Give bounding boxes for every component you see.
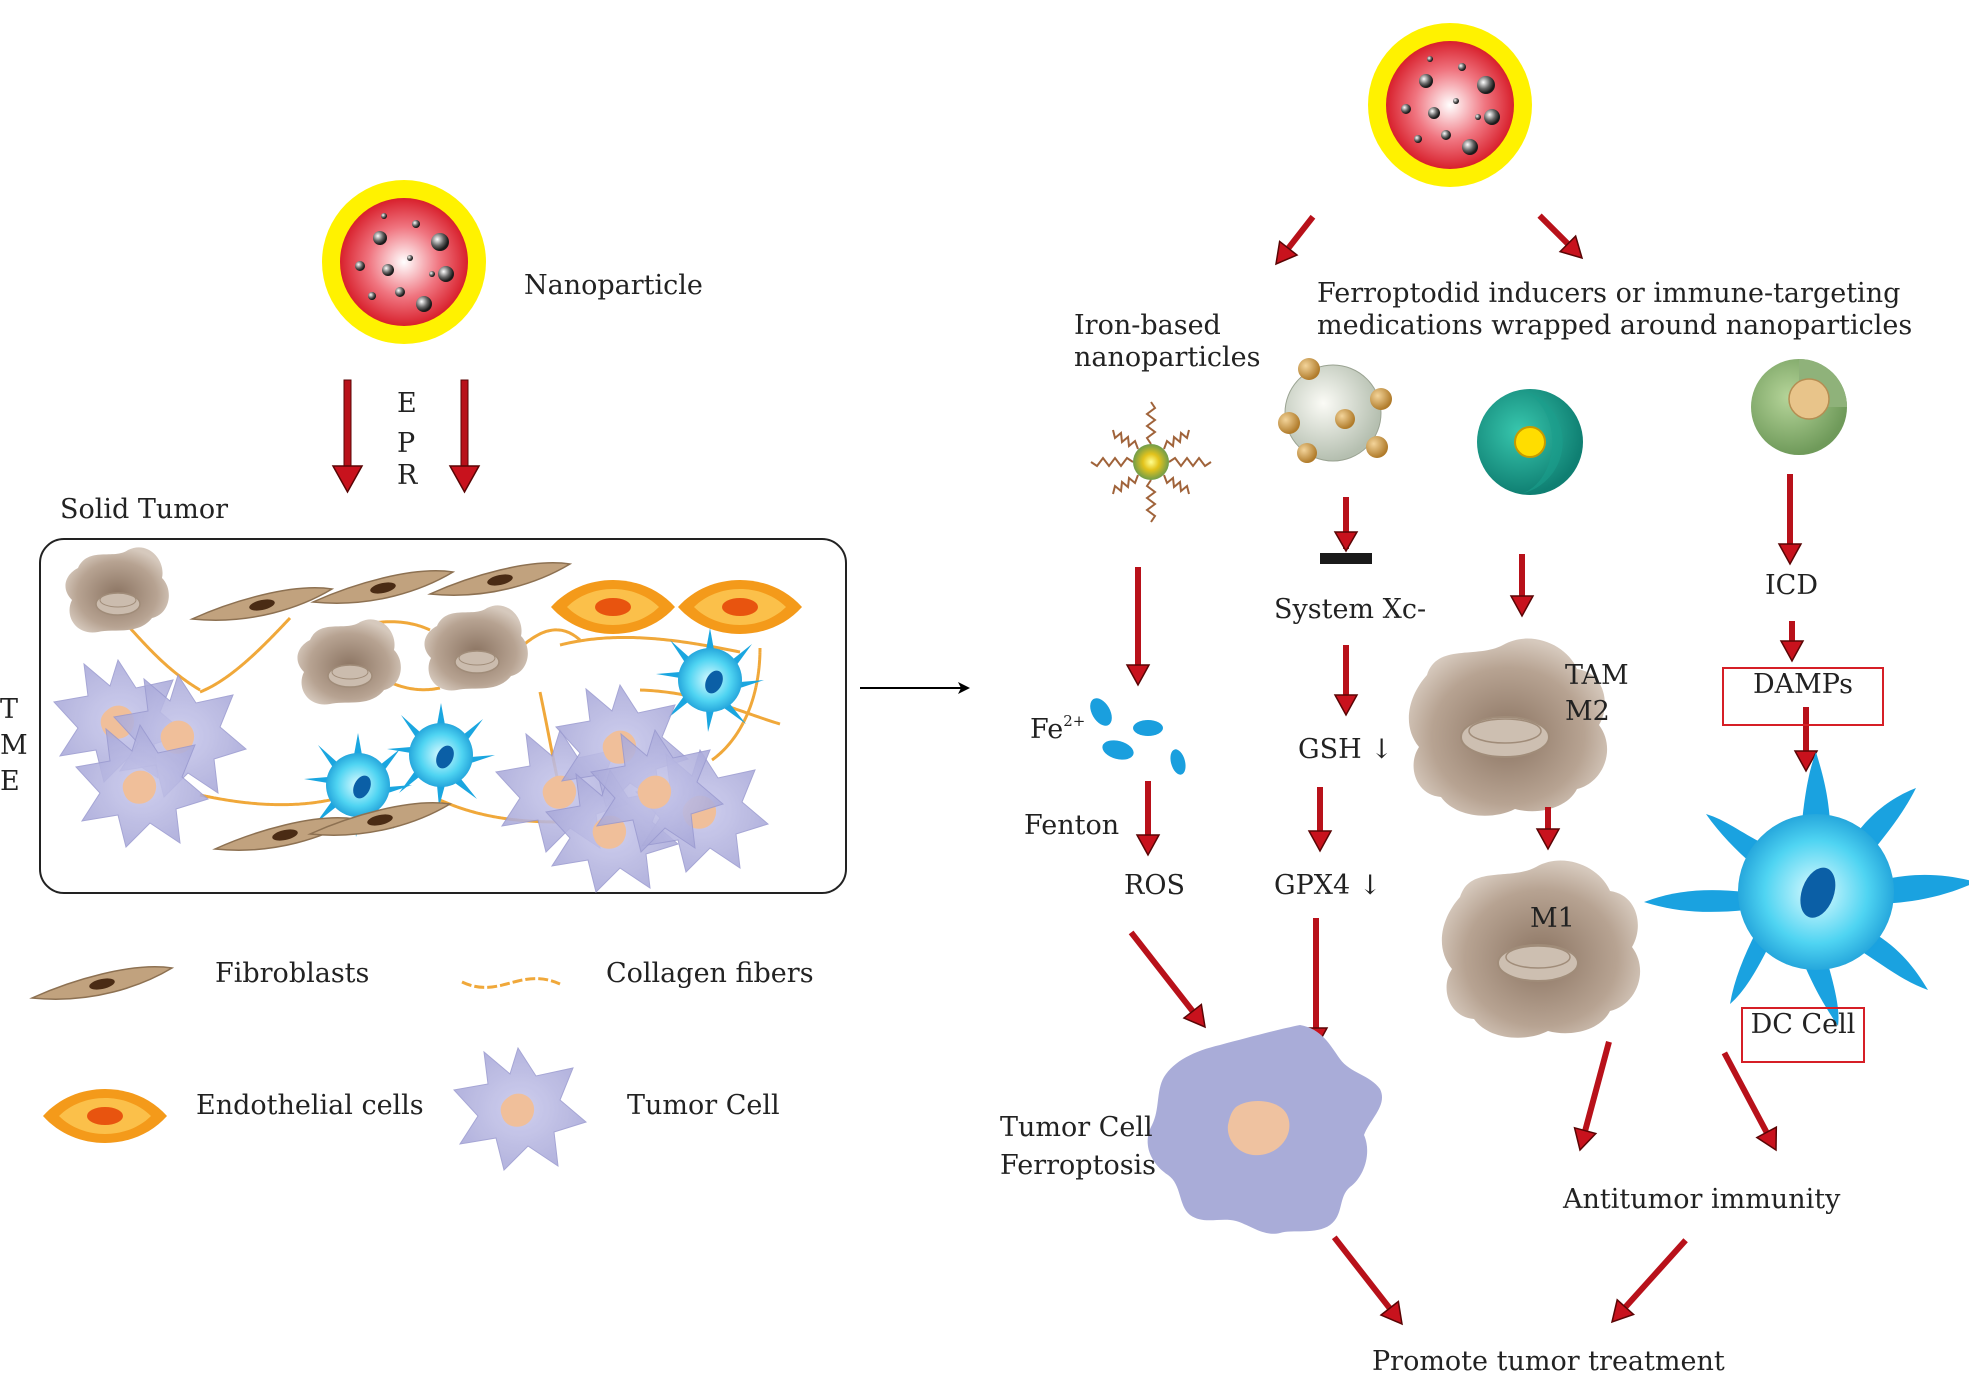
arrow-to-iron (1266, 209, 1323, 272)
epr-arrow-left (331, 379, 364, 494)
nanoparticle-right-icon (1368, 23, 1532, 187)
endothelial-legend-icon (43, 1089, 167, 1143)
legend-collagen-label: Collagen fibers (606, 958, 814, 989)
icd-label: ICD (1765, 570, 1818, 601)
fe-ions-icon (1090, 698, 1186, 775)
solid-tumor-label: Solid Tumor (60, 494, 229, 525)
inducer-nanoparticle-icon (1278, 358, 1392, 463)
epr-letter-r: R (397, 460, 418, 491)
ros-label: ROS (1124, 870, 1185, 901)
m1-macrophage (1441, 860, 1641, 1038)
cut-sphere-nanoparticle-icon (1751, 359, 1847, 455)
tumor-cell-legend-icon (453, 1047, 587, 1171)
damps-box: DAMPs (1722, 667, 1884, 726)
tme-letter-t: T (0, 694, 19, 725)
antitumor-immunity-label: Antitumor immunity (1563, 1184, 1841, 1215)
ferroptosis-label-line1: Tumor Cell (1000, 1112, 1153, 1143)
legend-fibroblasts-label: Fibroblasts (215, 958, 370, 989)
arrow-to-icd (1777, 474, 1803, 566)
arrow-system-to-gsh (1333, 645, 1359, 717)
legend-tumor-cell-label: Tumor Cell (627, 1090, 780, 1121)
arrow-fe-to-ros (1135, 781, 1161, 857)
fe-ion-label: Fe2+ (1030, 712, 1086, 745)
arrow-tam-to-m1 (1535, 807, 1561, 851)
arrow-m1-to-immunity (1573, 1041, 1612, 1152)
epr-letter-p: P (397, 428, 416, 459)
iron-nanoparticle-icon (1090, 401, 1212, 523)
epr-arrow-right (448, 379, 481, 494)
fibroblast-legend-icon (31, 966, 173, 1000)
nanoparticle-left-icon (322, 180, 486, 344)
core-shell-nanoparticle-icon (1477, 389, 1583, 495)
legend-endothelial-label: Endothelial cells (196, 1090, 424, 1121)
inhibit-arrow-system-xc (1320, 497, 1372, 564)
ferroptosis-label-line2: Ferroptosis (1000, 1150, 1157, 1181)
tme-letter-e: E (0, 766, 20, 797)
collagen-legend-icon (461, 977, 561, 989)
arrow-iron-to-fe (1125, 567, 1151, 687)
gsh-label: GSH ↓ (1298, 734, 1393, 765)
tme-letter-m: M (0, 730, 28, 761)
arrow-ferroptosis-to-treatment (1331, 1235, 1403, 1326)
dc-cell-box: DC Cell (1741, 1007, 1865, 1063)
gpx4-label: GPX4 ↓ (1274, 870, 1382, 901)
system-xc-label: System Xc- (1274, 594, 1427, 625)
m1-label: M1 (1530, 903, 1575, 934)
fenton-label: Fenton (1024, 810, 1120, 841)
tam-label: TAM (1565, 660, 1629, 691)
ferroptosis-tumor-cell (1147, 1025, 1383, 1234)
arrow-to-tam (1509, 554, 1535, 618)
arrow-dc-to-immunity (1721, 1051, 1778, 1152)
arrow-gsh-to-gpx4 (1307, 787, 1333, 853)
arrow-ros-to-ferroptosis (1128, 930, 1206, 1029)
arrow-damps-to-dc (1793, 707, 1819, 773)
m2-label: M2 (1565, 696, 1610, 727)
dendritic-cell-large (1644, 752, 1969, 1026)
inducers-label: Ferroptodid inducers or immune-targeting… (1317, 278, 1913, 342)
epr-letter-e: E (397, 388, 417, 419)
iron-based-label: Iron-based nanoparticles (1074, 310, 1261, 374)
arrow-immunity-to-treatment (1610, 1238, 1688, 1324)
nanoparticle-label: Nanoparticle (524, 270, 703, 301)
arrow-icd-to-damps (1779, 621, 1805, 663)
arrow-to-inducers (1531, 207, 1591, 267)
promote-treatment-label: Promote tumor treatment (1372, 1346, 1725, 1375)
tam-m2-macrophage (1408, 638, 1608, 816)
